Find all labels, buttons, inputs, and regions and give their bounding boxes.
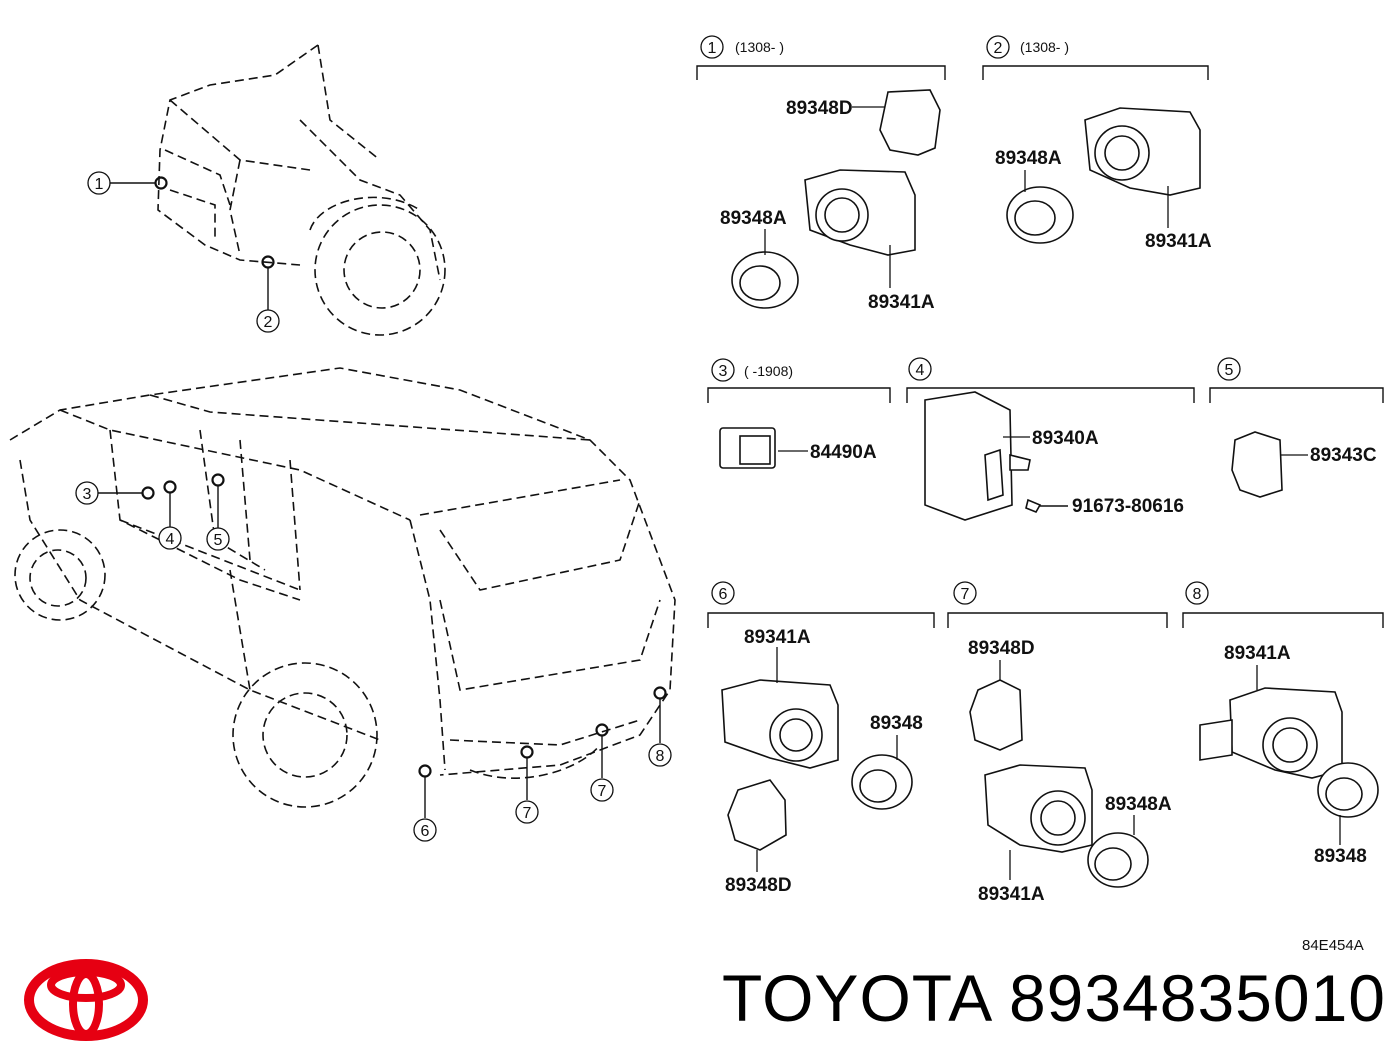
sensor-marker-4 [163,480,177,494]
svg-text:1: 1 [708,40,717,57]
svg-text:8: 8 [1193,586,1202,603]
svg-text:3: 3 [83,486,92,503]
control-module-icon [924,391,1031,521]
svg-text:7: 7 [598,783,607,800]
sensor-body-icon [1199,687,1343,779]
callout-6: 6 [413,818,437,842]
group-1-header: 1 (1308- ) [700,35,784,59]
sensor-ring-icon [851,754,913,810]
part-label: 84490A [810,442,877,463]
sensor-marker-7a [520,745,534,759]
part-label: 89348 [870,713,923,734]
part-label: 89348D [725,875,792,896]
callout-group-vehicle: 1 2 3 4 5 6 7 7 8 [75,171,672,842]
sensor-body-icon [721,679,839,769]
svg-text:8: 8 [656,748,665,765]
part-label: 89343C [1310,445,1377,466]
callout-1: 1 [87,171,111,195]
sensor-marker-5 [211,473,225,487]
sensor-marker-1 [154,176,168,190]
callout-3: 3 [75,481,99,505]
diagram-code: 84E454A [1302,937,1364,954]
svg-text:1: 1 [95,176,104,193]
sensor-ring-icon [1087,832,1149,888]
sensor-marker-6 [418,764,432,778]
svg-text:2: 2 [264,314,273,331]
front-vehicle-view [157,44,441,281]
svg-text:(1308- ): (1308- ) [735,39,784,55]
part-label: 89348D [786,98,853,119]
front-wheel [314,204,446,336]
bracket-icon [879,89,941,156]
svg-text:4: 4 [166,531,175,548]
callout-4: 4 [158,526,182,550]
part-label: 89348A [1105,794,1172,815]
bracket-icon [969,679,1023,751]
svg-text:4: 4 [916,362,925,379]
part-label: 89348 [1314,846,1367,867]
rear-wheel-left [14,529,106,621]
sensor-ring-icon [731,251,799,309]
sensor-ring-icon [1317,762,1379,818]
brand-name: TOYOTA [721,961,990,1035]
brand-part-number: TOYOTA 8934835010 [722,960,1386,1036]
bracket-icon [727,779,787,851]
part-label: 89341A [868,292,935,313]
svg-text:( -1908): ( -1908) [744,363,793,379]
svg-text:2: 2 [994,40,1003,57]
callout-7b: 7 [590,778,614,802]
sensor-marker-7b [595,723,609,737]
part-label: 91673-80616 [1072,496,1184,517]
svg-text:6: 6 [719,586,728,603]
part-label: 89341A [978,884,1045,905]
svg-text:5: 5 [214,532,223,549]
sensor-body-icon [1084,107,1201,196]
toyota-logo-icon [24,959,148,1041]
svg-text:6: 6 [421,823,430,840]
rear-vehicle-view [9,367,676,779]
group-7-header: 7 [953,581,977,605]
switch-icon [719,427,776,469]
sensor-cover-icon [1231,431,1283,498]
part-number: 8934835010 [1008,961,1386,1035]
group-8-header: 8 [1185,581,1209,605]
sensor-marker-8 [653,686,667,700]
part-label: 89341A [744,627,811,648]
callout-8: 8 [648,743,672,767]
svg-text:(1308- ): (1308- ) [1020,39,1069,55]
part-label: 89348A [995,148,1062,169]
sensor-marker-2 [261,255,275,269]
part-label: 89341A [1224,643,1291,664]
group-6-header: 6 [711,581,735,605]
sensor-marker-3 [141,486,155,500]
callout-5: 5 [206,527,230,551]
callout-2: 2 [256,309,280,333]
sensor-ring-icon [1006,186,1074,244]
rear-wheel-right [232,662,378,808]
svg-text:7: 7 [961,586,970,603]
group-4-header: 4 [908,357,932,381]
part-label: 89348A [720,208,787,229]
callout-7a: 7 [515,800,539,824]
group-5-header: 5 [1217,357,1241,381]
group-3-header: 3 ( -1908) [711,358,793,382]
svg-text:3: 3 [719,363,728,380]
svg-text:5: 5 [1225,362,1234,379]
part-label: 89348D [968,638,1035,659]
part-label: 89341A [1145,231,1212,252]
part-label: 89340A [1032,428,1099,449]
sensor-body-icon [984,764,1093,853]
group-2-header: 2 (1308- ) [986,35,1069,59]
svg-text:7: 7 [523,805,532,822]
bolt-icon [1025,498,1068,514]
sensor-body-icon [804,169,916,256]
